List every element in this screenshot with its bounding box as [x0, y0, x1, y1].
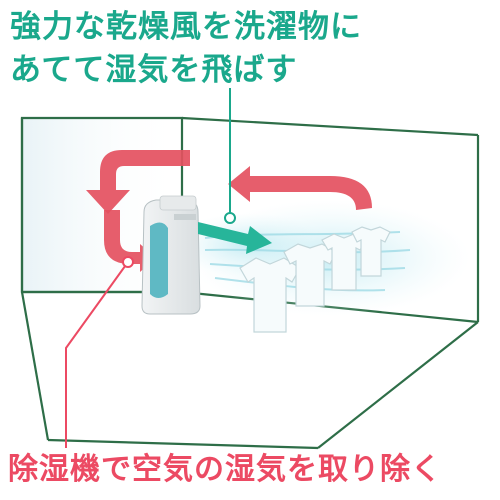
shirt-icon: [283, 243, 337, 307]
shirt-icon: [351, 226, 391, 277]
shirt-icon: [239, 257, 301, 333]
circulation-arrow-left: [86, 150, 190, 214]
circulation-arrow-right: [228, 166, 372, 210]
headline-callout: [224, 88, 236, 224]
headline-line-1: 強力な乾燥風を洗濯物に: [10, 9, 362, 45]
caption-callout: [65, 256, 134, 448]
dry-air-arrow: [198, 222, 272, 254]
shirt-icon: [321, 233, 367, 291]
caption: 除湿機で空気の湿気を取り除く: [8, 452, 442, 487]
dehumidifier: [141, 195, 201, 315]
laundry: [239, 226, 391, 333]
headline-line-2: あてて湿気を飛ばす: [10, 52, 298, 88]
